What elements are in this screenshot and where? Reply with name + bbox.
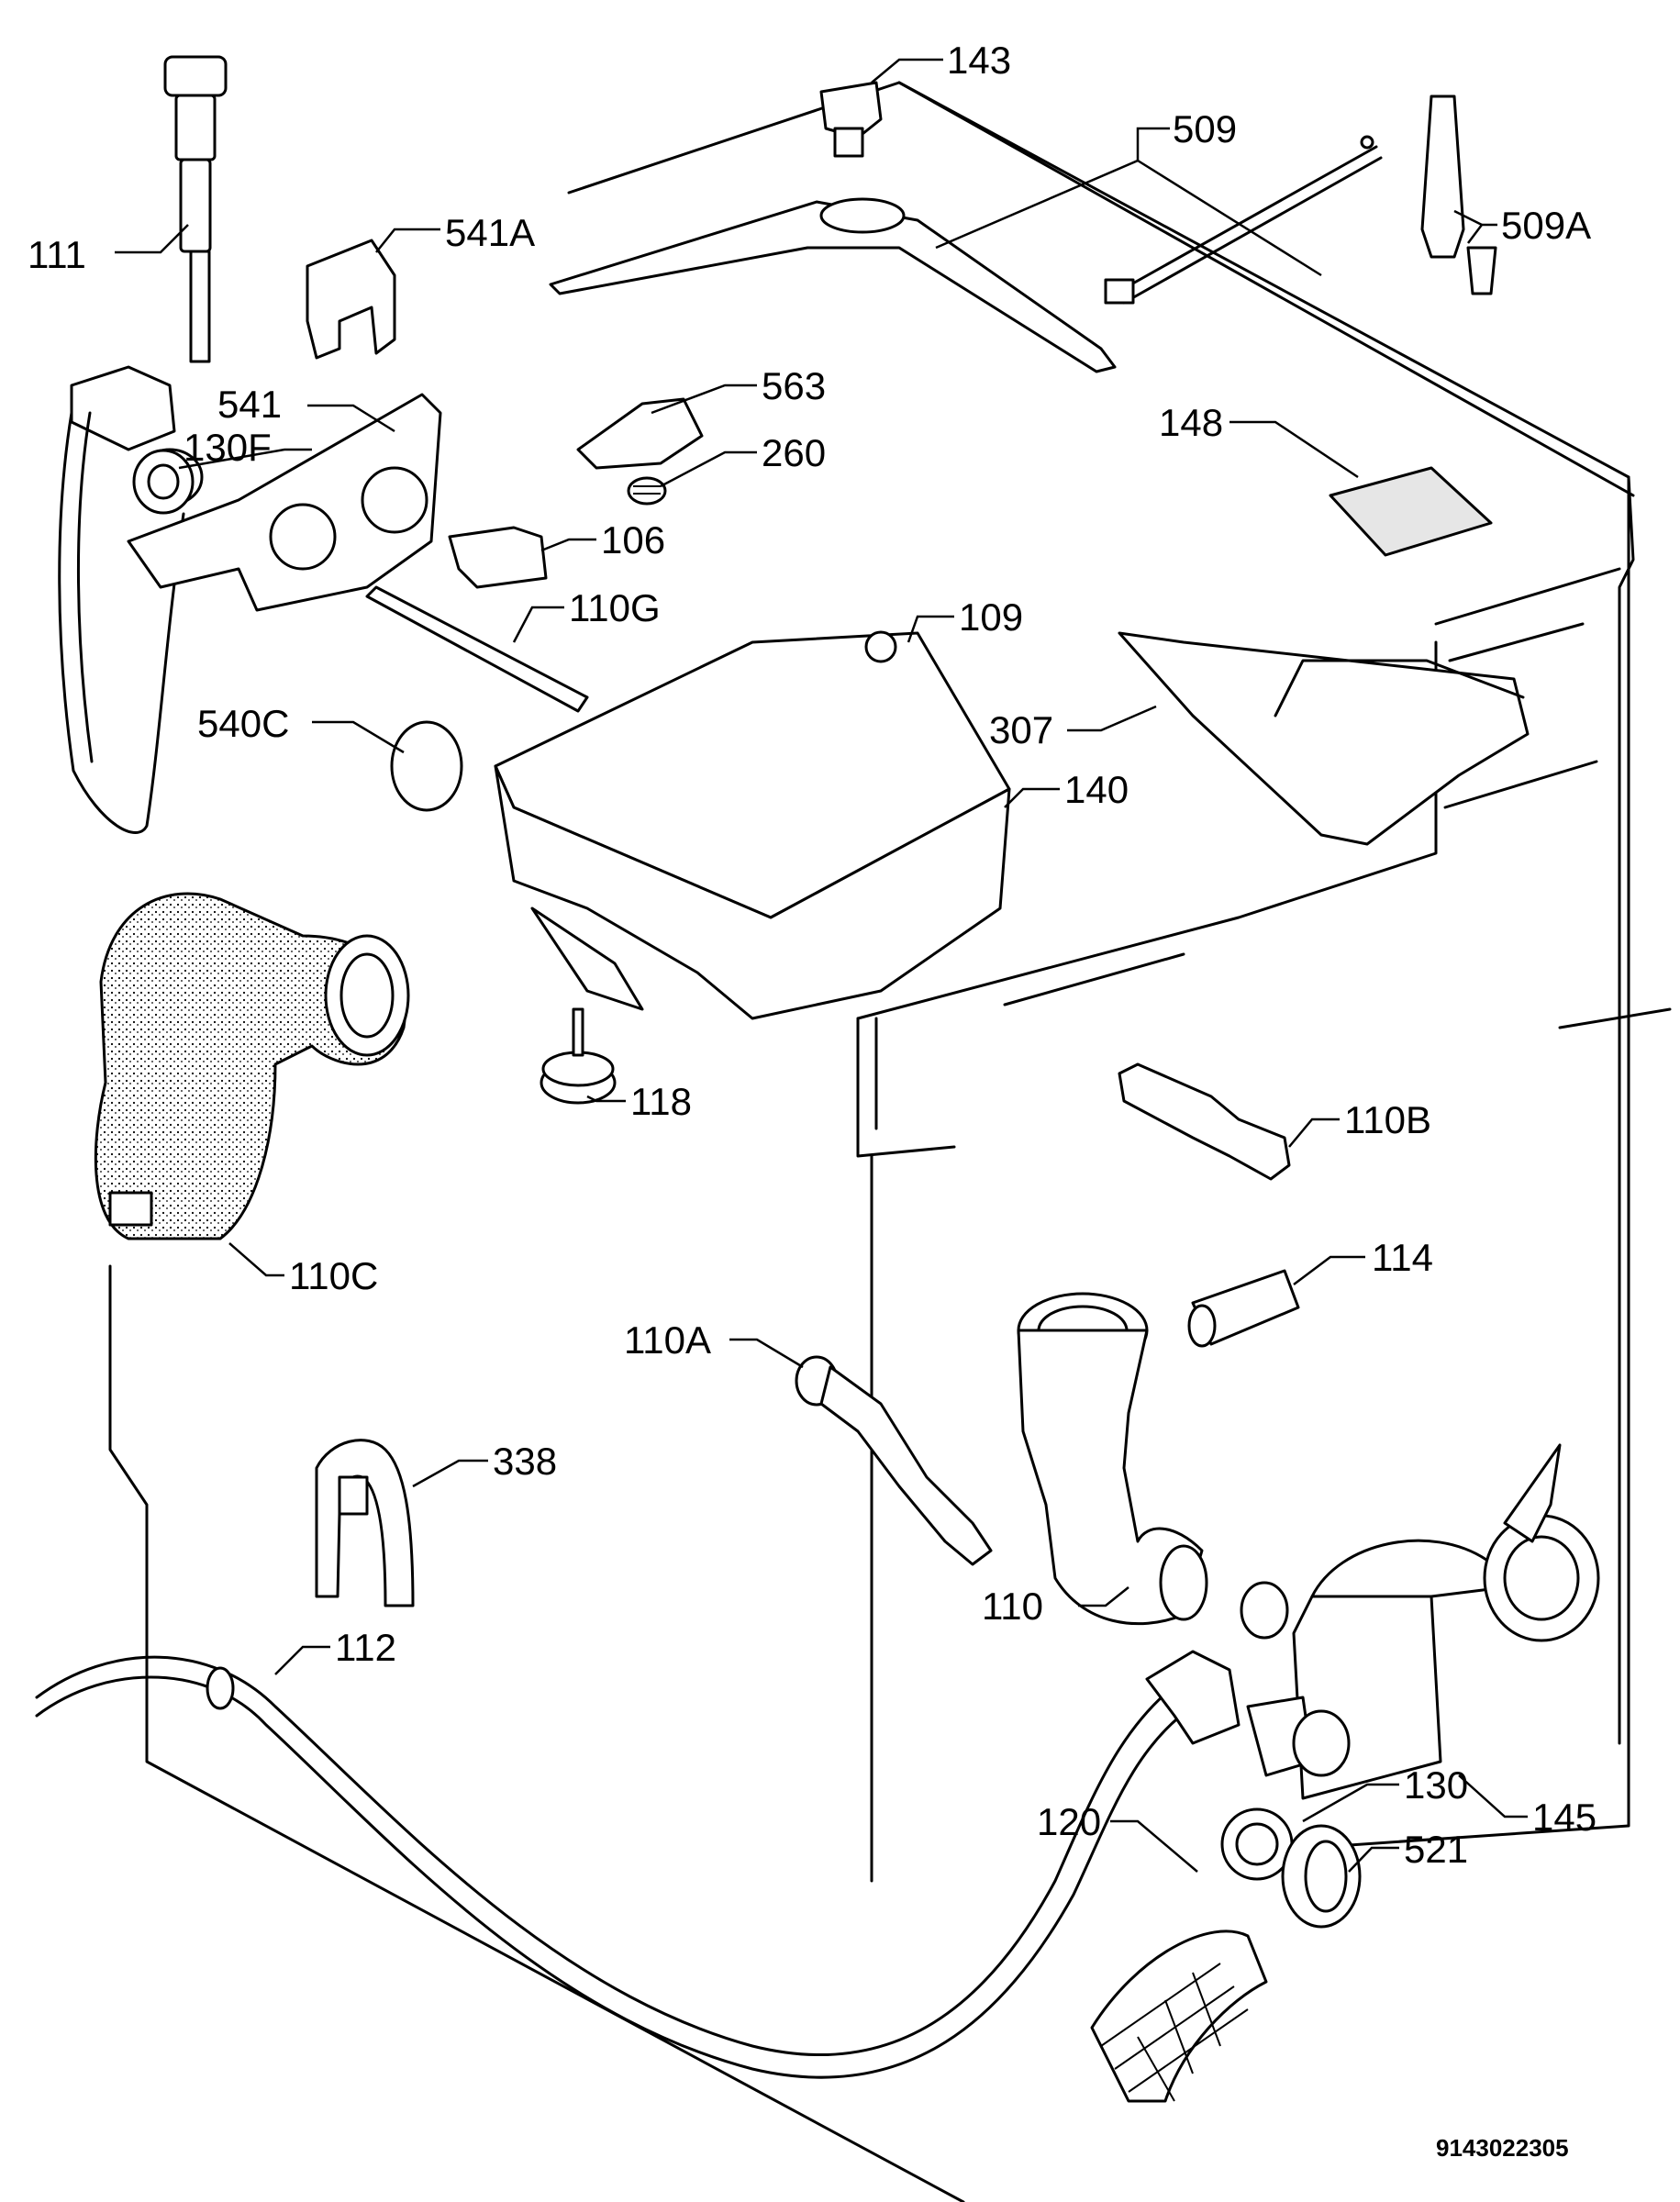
distributor-509 xyxy=(549,197,1117,373)
label-120: 120 xyxy=(1037,1800,1101,1843)
label-307: 307 xyxy=(989,708,1053,751)
bellows-110c xyxy=(94,892,410,1240)
filter-118 xyxy=(540,1007,617,1105)
label-140: 140 xyxy=(1064,768,1129,811)
label-110b: 110B xyxy=(1344,1098,1431,1141)
drain-hose-112 xyxy=(35,1650,1241,2079)
label-110a: 110A xyxy=(624,1318,711,1362)
label-145: 145 xyxy=(1532,1796,1597,1839)
label-540c: 540C xyxy=(197,702,289,745)
label-118: 118 xyxy=(630,1080,692,1123)
cap-521 xyxy=(1281,1824,1362,1929)
hose-110 xyxy=(1017,1292,1208,1626)
label-521: 521 xyxy=(1404,1828,1468,1871)
part-labels: 111 541A 541 130F 143 509 509A 563 260 1… xyxy=(28,39,1597,2162)
label-541a: 541A xyxy=(445,211,535,254)
cabinet-outline xyxy=(108,81,1672,2202)
drawing-number: 9143022305 xyxy=(1436,2134,1569,2162)
label-106: 106 xyxy=(601,518,665,562)
filter-120 xyxy=(1090,1930,1268,2103)
label-110c: 110C xyxy=(289,1254,378,1297)
label-338: 338 xyxy=(493,1440,557,1483)
hose-110b xyxy=(1118,1062,1291,1181)
clip-541a xyxy=(306,239,396,360)
label-109: 109 xyxy=(959,595,1023,639)
seal-130 xyxy=(1220,1807,1294,1881)
clip-338 xyxy=(315,1439,415,1607)
holder-106 xyxy=(448,526,548,589)
label-541: 541 xyxy=(217,383,282,426)
label-114: 114 xyxy=(1372,1236,1433,1279)
valve-143 xyxy=(819,81,883,158)
spring-260 xyxy=(627,476,667,506)
label-148: 148 xyxy=(1159,401,1223,444)
connector-114 xyxy=(1187,1269,1300,1348)
hose-110a xyxy=(795,1355,993,1566)
leader-lines xyxy=(115,58,1528,1873)
label-563: 563 xyxy=(762,364,826,407)
label-110g: 110G xyxy=(569,586,661,629)
label-260: 260 xyxy=(762,431,826,474)
bracket-541 xyxy=(127,393,442,612)
drawer-307 xyxy=(1118,631,1530,846)
label-509: 509 xyxy=(1173,107,1237,150)
clamp-540c xyxy=(390,720,463,812)
label-130f: 130F xyxy=(184,426,272,469)
rod-509 xyxy=(1104,135,1383,305)
label-110: 110 xyxy=(982,1585,1043,1628)
label-130: 130 xyxy=(1404,1763,1468,1807)
plate-148 xyxy=(1329,466,1493,557)
housing-140 xyxy=(494,764,1011,1020)
label-143: 143 xyxy=(947,39,1011,82)
label-509a: 509A xyxy=(1501,204,1591,247)
label-111: 111 xyxy=(28,233,86,276)
lever-509a xyxy=(1420,95,1497,295)
label-112: 112 xyxy=(335,1626,396,1669)
seal-130f xyxy=(132,449,195,515)
pump-145 xyxy=(1240,1443,1600,1800)
cover-563 xyxy=(576,397,704,470)
tube-110g xyxy=(365,585,589,713)
